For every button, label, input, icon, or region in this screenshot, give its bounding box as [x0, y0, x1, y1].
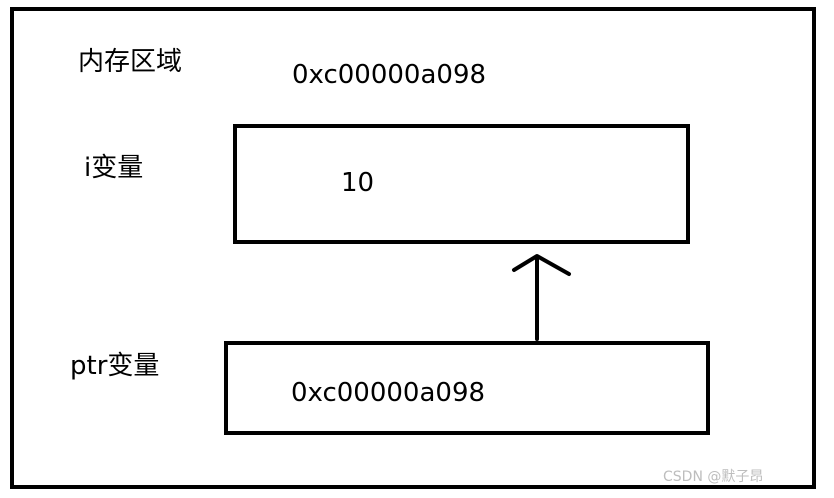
i-variable-value: 10 [341, 168, 375, 198]
i-variable-box [233, 124, 690, 244]
memory-region-address: 0xc00000a098 [292, 60, 487, 90]
ptr-variable-label: ptr变量 [70, 351, 160, 381]
memory-region-label: 内存区域 [78, 47, 183, 77]
watermark-text: CSDN @默子昂 [663, 469, 764, 485]
ptr-variable-value: 0xc00000a098 [291, 378, 486, 408]
ptr-variable-box [224, 341, 710, 435]
memory-region-frame [10, 7, 816, 489]
i-variable-label: i变量 [84, 153, 144, 183]
pointer-arrow-head [512, 254, 571, 276]
